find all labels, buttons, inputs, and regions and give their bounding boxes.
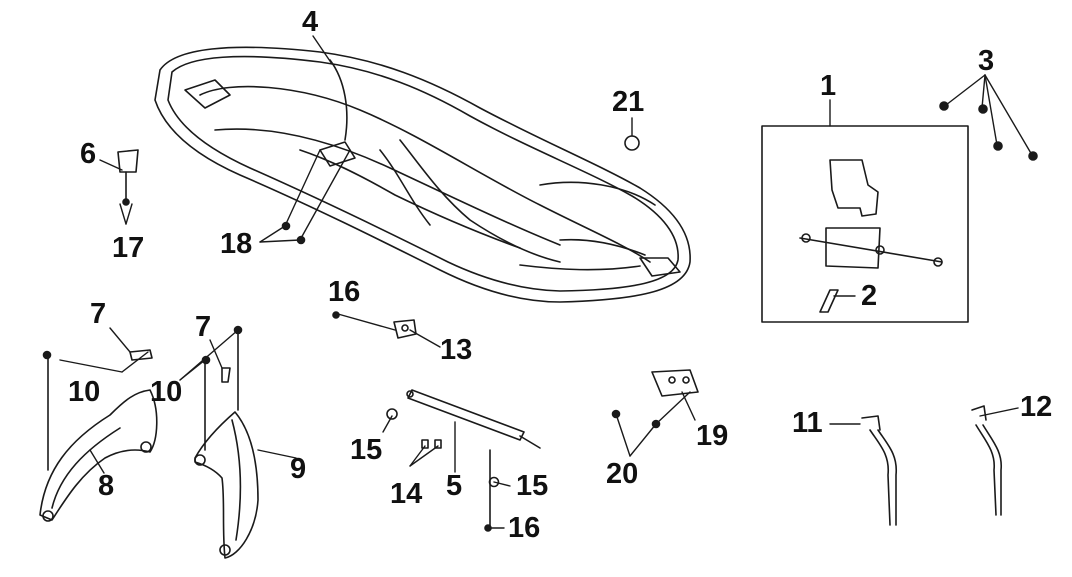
callout-15a: 15 <box>350 434 383 466</box>
latch-part-19 <box>611 369 699 429</box>
callout-15b: 15 <box>516 470 549 502</box>
callout-16b: 16 <box>508 512 541 544</box>
callout-12: 12 <box>1020 391 1053 423</box>
callout-10a: 10 <box>68 376 101 408</box>
callout-10b: 10 <box>150 376 183 408</box>
gas-strut-part-5 <box>386 389 541 532</box>
key-part-2 <box>819 289 839 313</box>
callout-11: 11 <box>792 407 823 439</box>
leader-lines <box>59 35 1033 529</box>
callout-4: 4 <box>302 6 319 38</box>
lock-assembly-part-1 <box>761 125 969 323</box>
callout-21: 21 <box>612 86 645 118</box>
callout-20: 20 <box>606 458 639 490</box>
callout-13: 13 <box>440 334 473 366</box>
callout-9: 9 <box>290 453 307 485</box>
part-21-ring <box>624 135 640 151</box>
callout-3: 3 <box>978 45 995 77</box>
callout-1: 1 <box>820 70 837 102</box>
callout-2: 2 <box>861 280 878 312</box>
grab-rail-part-8 <box>39 349 158 522</box>
callout-19: 19 <box>696 420 729 452</box>
callout-14: 14 <box>390 478 423 510</box>
callout-7a: 7 <box>90 298 107 330</box>
callout-18: 18 <box>220 228 253 260</box>
seat-part-4 <box>154 46 691 303</box>
callout-5: 5 <box>446 470 463 502</box>
hook-part-6 <box>117 149 139 206</box>
bolts-part-3 <box>939 101 1038 161</box>
bracket-part-13 <box>393 319 417 339</box>
callout-16a: 16 <box>328 276 361 308</box>
grab-rail-part-9 <box>194 325 259 559</box>
nuts-part-18 <box>281 221 306 245</box>
callout-6: 6 <box>80 138 97 170</box>
cable-part-11 <box>861 415 898 526</box>
callout-7b: 7 <box>195 311 212 343</box>
callout-17: 17 <box>112 232 145 264</box>
cable-part-12 <box>971 405 1002 516</box>
callout-8: 8 <box>98 470 115 502</box>
bolt-part-16a <box>332 311 340 319</box>
